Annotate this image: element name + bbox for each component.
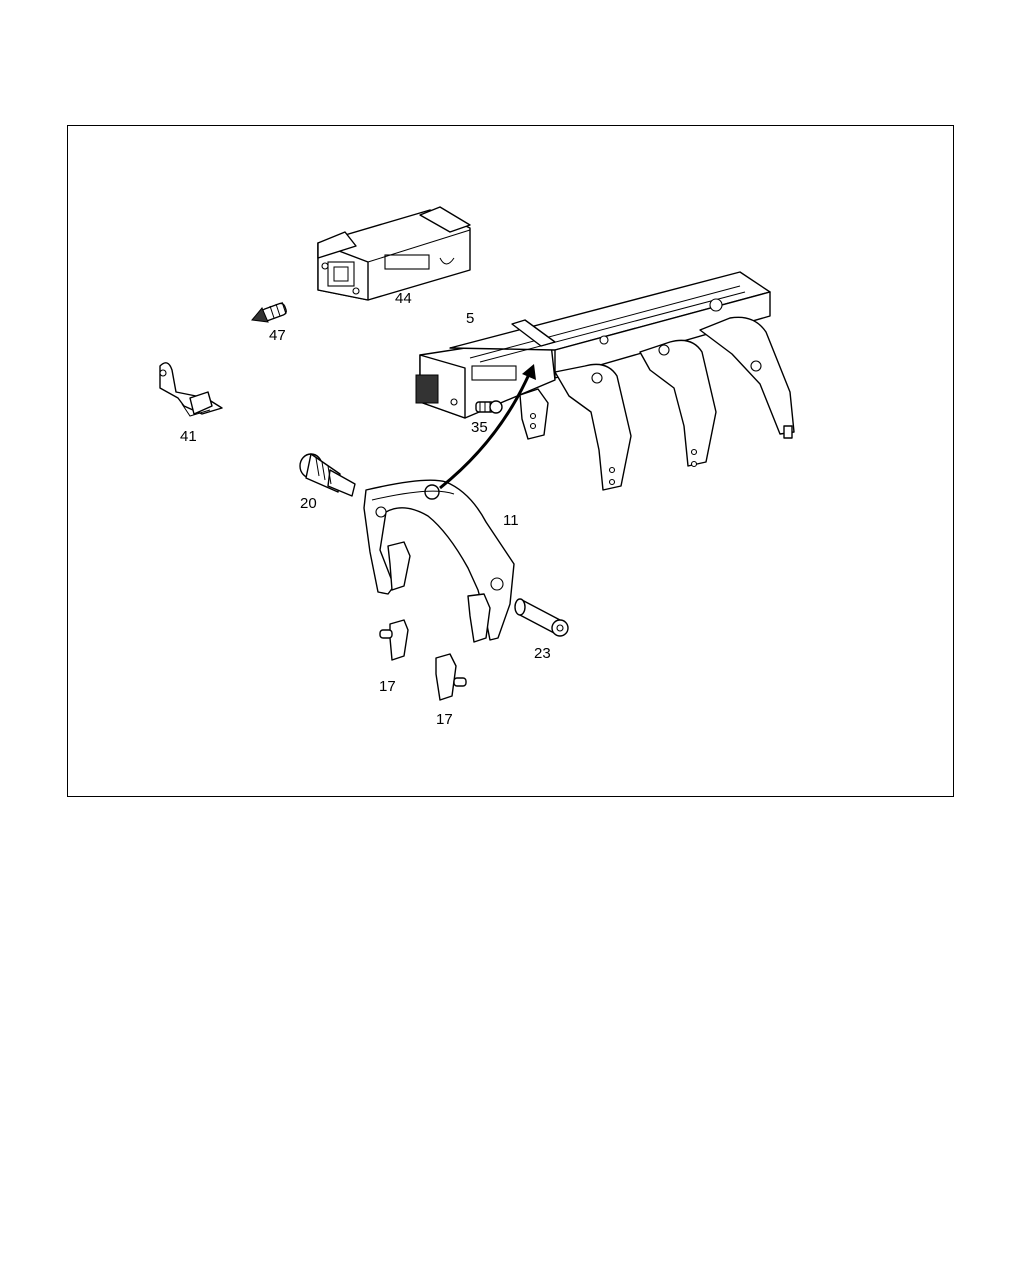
callout-17-b: 17 <box>436 711 453 728</box>
callout-20: 20 <box>300 495 317 512</box>
callout-17-a: 17 <box>379 678 396 695</box>
diagram-frame <box>67 125 954 797</box>
part-17-pad-b[interactable] <box>435 653 467 701</box>
part-5-shift-rail[interactable] <box>415 271 795 491</box>
callout-35: 35 <box>471 419 488 436</box>
callout-5: 5 <box>466 310 475 327</box>
part-44-housing[interactable] <box>317 206 471 301</box>
callout-11: 11 <box>503 512 519 529</box>
callout-23: 23 <box>534 645 551 662</box>
part-17-pad-a[interactable] <box>379 619 409 661</box>
callout-41: 41 <box>180 428 197 445</box>
part-11-shift-fork[interactable] <box>363 479 515 643</box>
callout-47: 47 <box>269 327 286 344</box>
assembly-arrow <box>439 364 536 490</box>
part-23-pin[interactable] <box>514 598 569 637</box>
part-41-bracket[interactable] <box>159 362 223 417</box>
part-20-bolt[interactable] <box>299 453 356 497</box>
part-35-screw[interactable] <box>475 400 503 414</box>
part-47-screw[interactable] <box>251 301 287 323</box>
callout-44: 44 <box>395 290 412 307</box>
